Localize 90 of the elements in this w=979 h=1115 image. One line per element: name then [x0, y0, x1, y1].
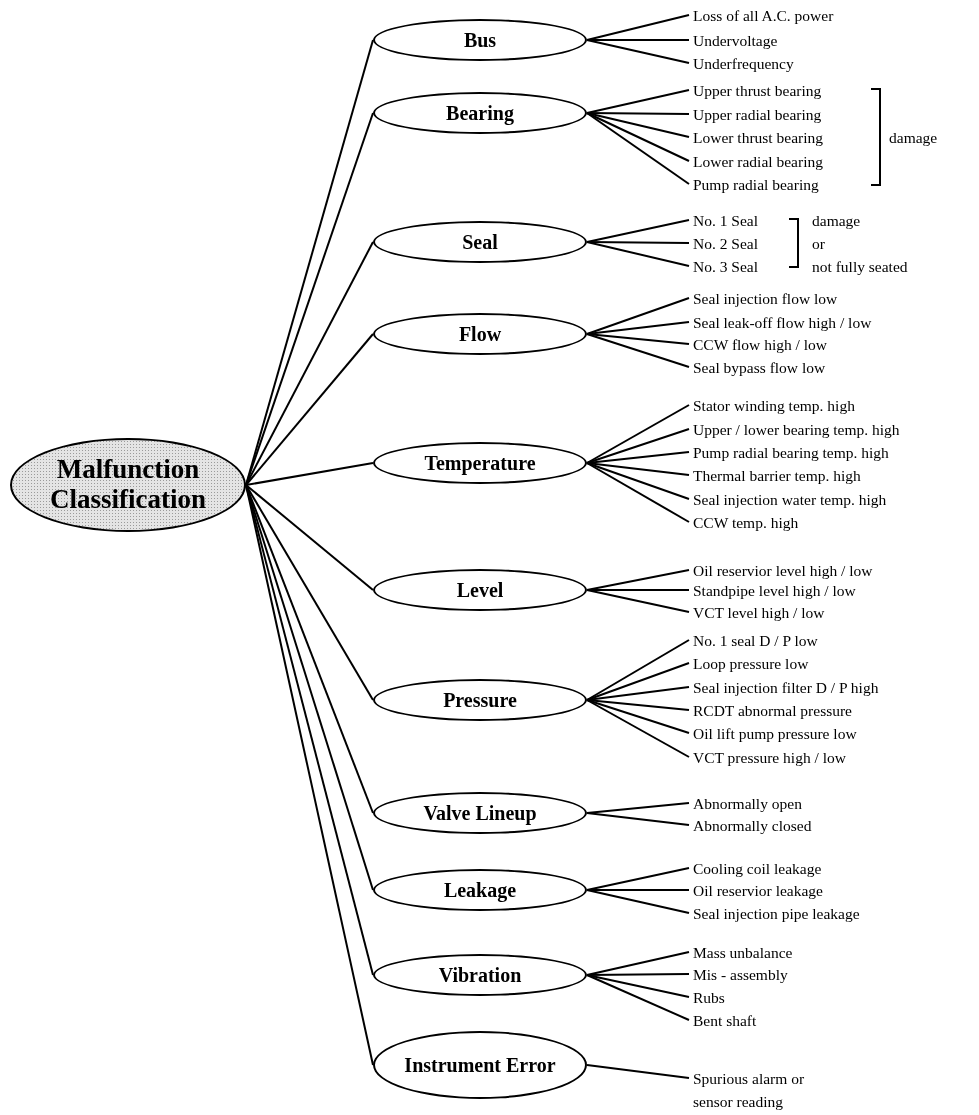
note-text: or: [812, 233, 825, 254]
connector-line: [586, 112, 690, 162]
connector-line: [245, 333, 374, 486]
category-label: Level: [456, 579, 504, 601]
cause-text: Loss of all A.C. power: [693, 3, 834, 27]
connector-line: [586, 639, 690, 701]
category-ellipse: [373, 954, 587, 996]
category-ellipse: [373, 92, 587, 134]
cause-text: Lower radial bearing: [693, 149, 823, 173]
cause-text: Seal injection filter D / P high: [693, 675, 879, 699]
connector-line: [586, 39, 690, 64]
connector-line: [586, 867, 690, 891]
cause-text: VCT pressure high / low: [693, 745, 846, 769]
cause-text: Spurious alarm or sensor reading: [693, 1066, 833, 1113]
cause-text: Pump radial bearing temp. high: [693, 440, 889, 464]
cause-text: Seal leak-off flow high / low: [693, 310, 872, 334]
category-label: Pressure: [443, 689, 517, 711]
category-label: Temperature: [424, 452, 536, 474]
cause-text: No. 1 Seal: [693, 208, 758, 232]
category-label: Vibration: [438, 964, 522, 986]
cause-text: Thermal barrier temp. high: [693, 463, 861, 487]
cause-text: Underfrequency: [693, 51, 794, 75]
cause-text: Abnormally open: [693, 791, 802, 815]
category-label: Flow: [458, 323, 502, 345]
cause-text: Lower thrust bearing: [693, 125, 823, 149]
connector-line: [586, 333, 690, 345]
cause-text: Upper thrust bearing: [693, 78, 822, 102]
cause-text: Cooling coil leakage: [693, 856, 822, 880]
cause-text: Seal bypass flow low: [693, 355, 826, 379]
cause-text: Seal injection pipe leakage: [693, 901, 860, 925]
root-label: Malfunction Classification: [49, 455, 207, 515]
category-ellipse: [373, 19, 587, 61]
cause-text: Stator winding temp. high: [693, 393, 855, 417]
connector-line: [586, 974, 690, 998]
cause-text: Oil reservior leakage: [693, 878, 823, 902]
connector-line: [586, 951, 690, 976]
connector-line: [586, 974, 690, 1021]
cause-text: Undervoltage: [693, 28, 778, 52]
connector-line: [586, 333, 690, 368]
cause-text: Loop pressure low: [693, 651, 809, 675]
cause-text: Upper / lower bearing temp. high: [693, 417, 900, 441]
cause-text: Rubs: [693, 985, 725, 1009]
connector-line: [586, 812, 690, 826]
category-label: Leakage: [443, 879, 517, 901]
connector-line: [586, 569, 690, 591]
cause-text: RCDT abnormal pressure: [693, 698, 852, 722]
note-text: damage: [812, 210, 861, 231]
connector-line: [586, 699, 690, 734]
cause-text: Bent shaft: [693, 1008, 757, 1032]
connector-line: [586, 589, 690, 613]
cause-text: Seal injection water temp. high: [693, 487, 887, 511]
cause-text: Oil lift pump pressure low: [693, 721, 857, 745]
connector-line: [586, 14, 690, 41]
cause-text: No. 2 Seal: [693, 231, 758, 255]
connector-line: [586, 973, 690, 976]
cause-text: VCT level high / low: [693, 600, 825, 624]
cause-text: Upper radial bearing: [693, 102, 822, 126]
category-label: Bus: [463, 29, 497, 51]
cause-text: Seal injection flow low: [693, 286, 838, 310]
connector-line: [245, 484, 374, 591]
cause-text: CCW temp. high: [693, 510, 799, 534]
cause-text: Abnormally closed: [693, 813, 812, 837]
connector-line: [586, 241, 690, 267]
category-ellipse: [373, 869, 587, 911]
connector-line: [586, 1064, 690, 1079]
category-label: Instrument Error: [404, 1054, 556, 1076]
cause-text: No. 3 Seal: [693, 254, 758, 278]
category-label: Valve Lineup: [423, 802, 537, 824]
cause-text: Mis - assembly: [693, 962, 788, 986]
connector-line: [586, 699, 690, 758]
connector-line: [586, 404, 690, 464]
cause-text: No. 1 seal D / P low: [693, 628, 818, 652]
connector-line: [586, 297, 690, 335]
cause-text: Pump radial bearing: [693, 172, 819, 196]
note-text: damage: [889, 127, 938, 148]
connector-line: [586, 112, 690, 138]
connector-line: [245, 462, 374, 486]
cause-text: Mass unbalance: [693, 940, 793, 964]
connector-line: [586, 462, 690, 523]
note-text: not fully seated: [812, 256, 908, 277]
connector-line: [586, 219, 690, 243]
connector-line: [586, 89, 690, 114]
category-label: Bearing: [446, 102, 514, 124]
connector-line: [586, 462, 690, 500]
connector-line: [586, 428, 690, 464]
cause-text: CCW flow high / low: [693, 332, 828, 356]
connector-line: [586, 662, 690, 701]
connector-line: [586, 112, 690, 185]
connector-line: [586, 889, 690, 914]
category-label: Seal: [462, 231, 498, 253]
